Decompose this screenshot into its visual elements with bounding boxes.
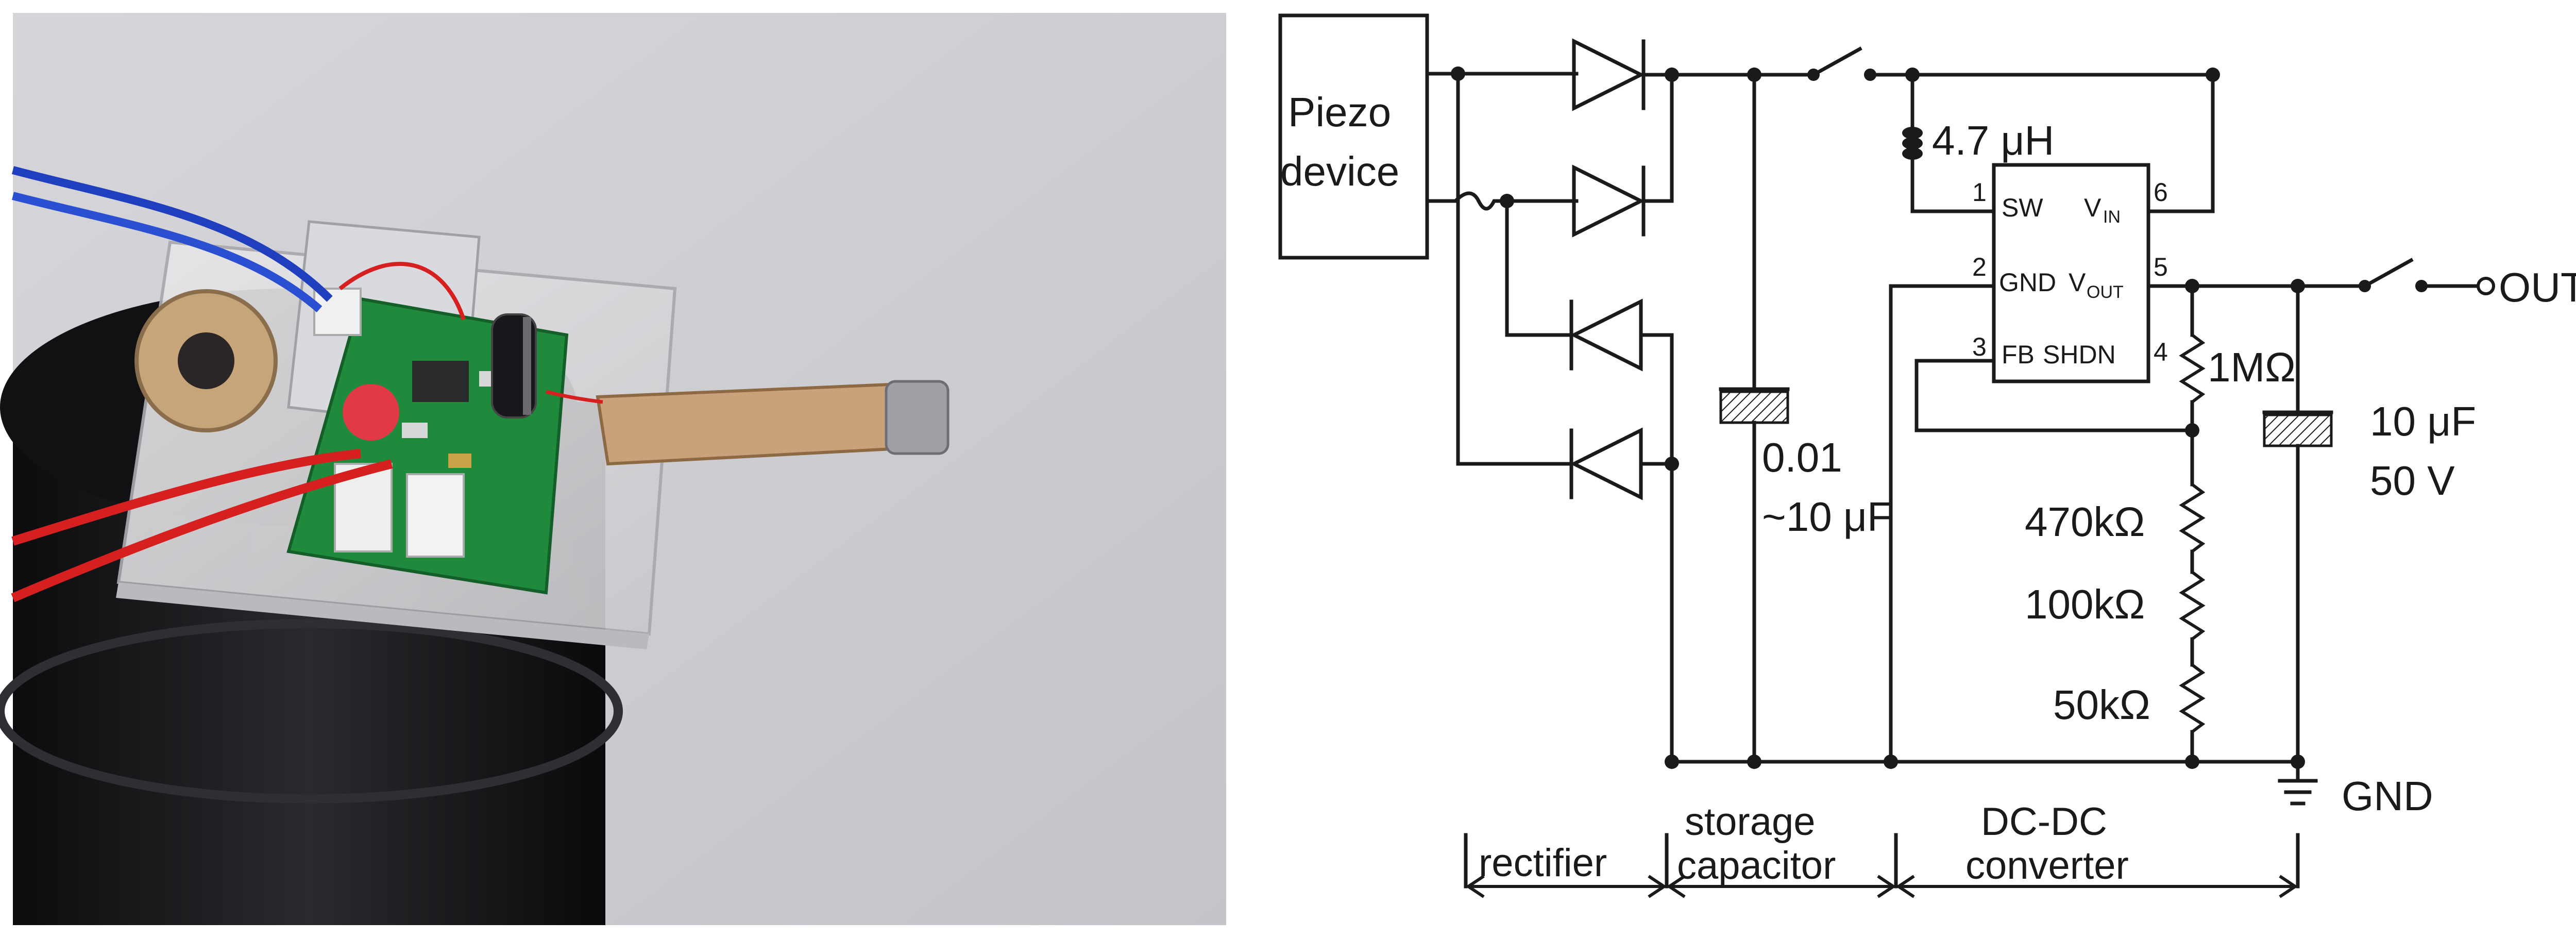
ic-label-gnd: GND bbox=[1999, 268, 2056, 297]
dcdc-ic bbox=[1992, 163, 2150, 383]
red-wire-1 bbox=[11, 449, 361, 546]
resistor-50k bbox=[2179, 663, 2206, 733]
output-cap-value-line2: 50 V bbox=[2370, 458, 2455, 504]
inductor-value: 4.7 μH bbox=[1932, 118, 2054, 163]
output-cap-value-line1: 10 μF bbox=[2370, 398, 2476, 444]
circuit-diagram: Piezo device bbox=[1278, 13, 2576, 898]
ic-pin3: 3 bbox=[1972, 332, 1987, 361]
resistor-label-50k: 50kΩ bbox=[2053, 682, 2150, 728]
gnd-label: GND bbox=[2342, 773, 2433, 819]
piezo-disc-center bbox=[178, 332, 234, 389]
out-label: OUT bbox=[2499, 264, 2576, 310]
blue-wire-1 bbox=[11, 166, 333, 302]
piezo-label-line2: device bbox=[1280, 148, 1399, 194]
ic-pin6: 6 bbox=[2154, 178, 2168, 207]
acrylic-plate-edge bbox=[116, 582, 649, 649]
red-wire-2 bbox=[11, 459, 393, 602]
storage-cap-value-line2: ~10 μF bbox=[1762, 494, 1892, 540]
ic-label-sw: SW bbox=[2002, 193, 2043, 222]
ic-label-shdn: SHDN bbox=[2043, 340, 2116, 369]
section-label-dcdc-1: DC-DC bbox=[1981, 800, 2107, 844]
piezo-device-box bbox=[1278, 13, 1429, 260]
output-switch bbox=[2362, 258, 2414, 289]
ic-label-vin: V bbox=[2084, 193, 2102, 222]
ic-label-vin-sub: IN bbox=[2103, 207, 2121, 227]
section-label-dcdc-2: converter bbox=[1965, 844, 2129, 887]
cantilever-tip-mass bbox=[885, 380, 950, 455]
diode-2 bbox=[1572, 164, 1646, 238]
resistor-100k bbox=[2179, 571, 2206, 641]
section-label-storage-2: capacitor bbox=[1677, 844, 1836, 887]
output-capacitor-hatch bbox=[2263, 413, 2333, 447]
section-label-storage-1: storage bbox=[1685, 800, 1816, 844]
ic-label-fb: FB bbox=[2002, 340, 2035, 369]
resistor-label-470k: 470kΩ bbox=[2025, 499, 2145, 545]
black-cylinder-ring bbox=[0, 619, 623, 803]
inductor bbox=[1902, 127, 1923, 160]
wire-crossover bbox=[1425, 191, 1579, 211]
resistor-470k bbox=[2179, 483, 2206, 553]
out-terminal bbox=[2477, 277, 2495, 295]
pcb-component-ic bbox=[412, 361, 469, 402]
storage-capacitor-hatch bbox=[1719, 390, 1789, 424]
ic-pin1: 1 bbox=[1972, 178, 1987, 207]
diode-3 bbox=[1569, 298, 1643, 372]
diode-1 bbox=[1572, 38, 1646, 111]
ic-label-vout-sub: OUT bbox=[2087, 282, 2124, 302]
diode-4 bbox=[1569, 427, 1643, 500]
piezo-label-line1: Piezo bbox=[1288, 89, 1391, 135]
section-label-rectifier: rectifier bbox=[1479, 841, 1607, 885]
section-brackets bbox=[1464, 833, 2300, 898]
pcb-component-small-3 bbox=[448, 454, 471, 468]
red-label bbox=[343, 384, 399, 441]
storage-cap-value-line1: 0.01 bbox=[1762, 434, 1842, 480]
ic-pin2: 2 bbox=[1972, 253, 1987, 281]
white-connector-2 bbox=[406, 473, 465, 558]
cantilever-wire bbox=[546, 390, 603, 404]
device-photo bbox=[0, 13, 1226, 925]
red-wire-3 bbox=[338, 262, 466, 321]
pcb-component-small-2 bbox=[402, 423, 428, 438]
resistor-label-1m: 1MΩ bbox=[2208, 344, 2296, 390]
ic-pin5: 5 bbox=[2154, 253, 2168, 281]
resistor-label-100k: 100kΩ bbox=[2025, 581, 2145, 627]
input-switch bbox=[1811, 46, 1862, 77]
resistor-1m bbox=[2179, 333, 2206, 404]
junction-dots bbox=[1451, 66, 2305, 769]
ic-pin4: 4 bbox=[2154, 338, 2168, 366]
piezo-cantilever bbox=[596, 382, 903, 466]
capacitor-stripe bbox=[523, 317, 531, 415]
ic-label-vout: V bbox=[2069, 268, 2086, 297]
blue-wire-2 bbox=[12, 192, 323, 313]
ground-symbol bbox=[2278, 779, 2318, 806]
